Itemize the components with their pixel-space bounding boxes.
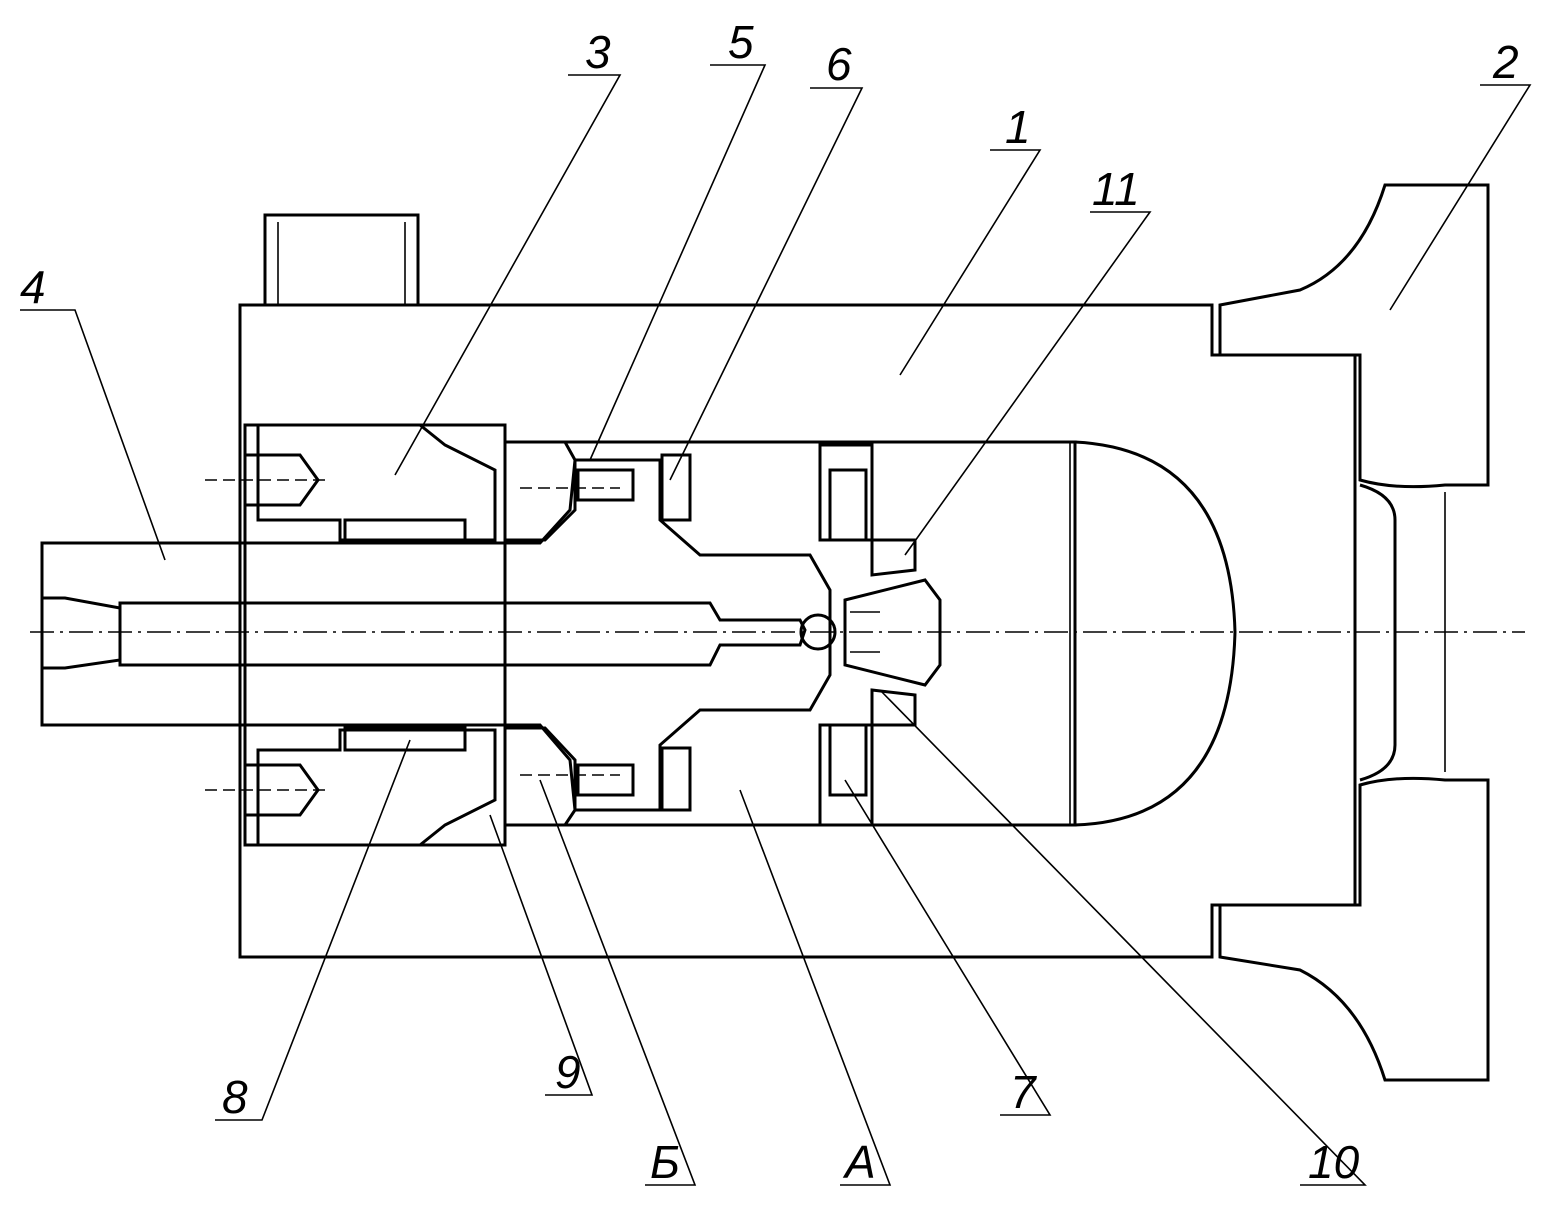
body-part-1 bbox=[238, 303, 1357, 959]
label-11: 11 bbox=[1092, 163, 1140, 215]
label-2: 2 bbox=[1492, 36, 1519, 88]
label-3: 3 bbox=[585, 26, 611, 78]
label-5: 5 bbox=[728, 16, 754, 68]
label-9: 9 bbox=[555, 1046, 581, 1098]
spindle-part-4 bbox=[40, 458, 837, 812]
label-1: 1 bbox=[1005, 101, 1031, 153]
label-10: 10 bbox=[1308, 1136, 1360, 1188]
label-b: Б bbox=[650, 1136, 680, 1188]
pin-part-5 bbox=[576, 468, 635, 797]
seal-part-8 bbox=[343, 518, 467, 752]
leader-lines bbox=[20, 64, 1532, 1186]
ring-part-7 bbox=[818, 443, 874, 827]
label-a: А bbox=[842, 1136, 876, 1188]
label-4: 4 bbox=[20, 261, 46, 313]
washer-part-6 bbox=[660, 453, 692, 812]
part-labels: 4 3 5 6 1 11 2 8 9 Б А 7 10 bbox=[20, 16, 1519, 1188]
label-6: 6 bbox=[826, 38, 852, 90]
chamber-b bbox=[503, 440, 577, 827]
gland-part-3 bbox=[243, 423, 497, 847]
label-7: 7 bbox=[1010, 1066, 1037, 1118]
plug-part-10 bbox=[843, 578, 942, 687]
top-fitting bbox=[263, 213, 420, 305]
label-8: 8 bbox=[222, 1071, 248, 1123]
